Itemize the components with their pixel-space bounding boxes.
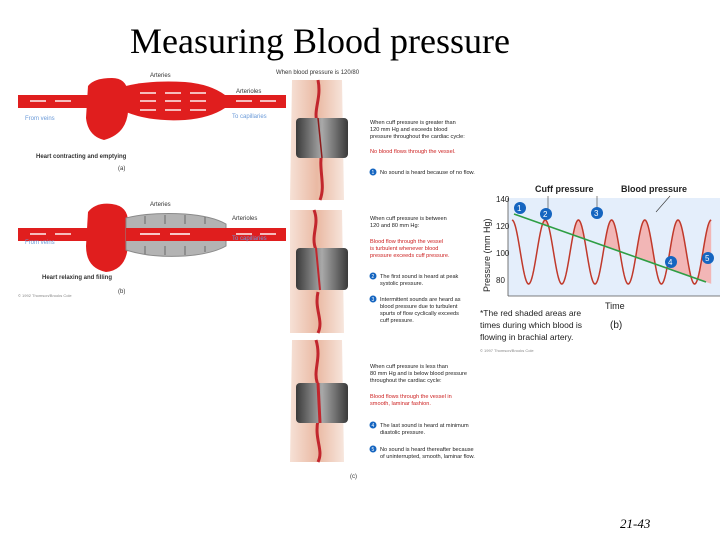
svg-text:2: 2	[372, 274, 375, 280]
desc-step-3: Intermittent sounds are heard as	[380, 297, 461, 303]
arm-cuff-illustrations: (c)	[290, 79, 357, 480]
desc-middle-red: pressure exceeds cuff pressure.	[370, 253, 450, 259]
desc-top: When cuff pressure is greater than 120 m…	[369, 120, 475, 176]
panel-c-letter: (c)	[350, 474, 357, 480]
panel-b-heart-relaxing: Arteries Arterioles From veins To capill…	[18, 202, 286, 298]
marker-3: 3	[594, 209, 599, 218]
label-cuff-pressure: Cuff pressure	[535, 184, 594, 194]
svg-text:5: 5	[372, 447, 375, 453]
desc-step-5: No sound is heard thereafter because	[380, 447, 474, 453]
marker-1: 1	[517, 204, 522, 213]
cuff-middle	[296, 248, 348, 290]
label-to-capillaries: To capillaries	[232, 236, 267, 242]
label-to-capillaries: To capillaries	[232, 114, 267, 120]
desc-middle-line: 120 and 80 mm Hg:	[370, 223, 420, 229]
label-bp-120-80: When blood pressure is 120/80	[276, 70, 360, 76]
panel-a-letter: (a)	[118, 166, 125, 172]
label-arteries: Arteries	[150, 73, 171, 79]
slide-number: 21-43	[620, 516, 651, 531]
heart-shape	[86, 78, 128, 140]
graph-copyright: © 1997 Thomson/Brooks Cole	[480, 348, 534, 353]
cuff-bottom	[296, 383, 348, 423]
desc-step-5: of uninterrupted, smooth, laminar flow.	[380, 454, 475, 460]
desc-middle-red: is turbulent whenever blood	[370, 246, 438, 252]
desc-step-3: spurts of flow cyclically exceeds	[380, 311, 459, 317]
desc-middle: When cuff pressure is between 120 and 80…	[369, 216, 461, 324]
desc-top-line: pressure throughout the cardiac cycle:	[370, 134, 465, 140]
panel-a-heart-contracting: Arteries Arterioles From veins To capill…	[18, 70, 360, 172]
heart-shape	[86, 203, 128, 272]
blood-pressure-wave	[511, 213, 712, 285]
ytick-140: 140	[496, 195, 510, 204]
ytick-80: 80	[496, 276, 505, 285]
vein-tube	[18, 95, 91, 108]
desc-bottom-line: When cuff pressure is less than	[370, 364, 448, 370]
pressure-graph: Cuff pressure Blood pressure Pressure (m…	[480, 184, 720, 353]
label-arterioles: Arterioles	[232, 216, 257, 222]
svg-text:4: 4	[372, 423, 375, 429]
panel-b-copyright: © 1992 Thomson/Brooks Cole	[18, 293, 72, 298]
marker-4: 4	[668, 258, 673, 267]
desc-step-2: systolic pressure.	[380, 281, 424, 287]
desc-bottom: When cuff pressure is less than 80 mm Hg…	[369, 364, 475, 460]
graph-note: flowing in brachial artery.	[480, 332, 573, 342]
caption-relaxing: Heart relaxing and filling	[42, 275, 112, 281]
cuff-pressure-line	[513, 213, 707, 283]
label-from-veins: From veins	[25, 116, 55, 122]
desc-step-4: The last sound is heard at minimum	[380, 423, 469, 429]
arteriole-tube	[224, 228, 286, 241]
svg-text:1: 1	[372, 170, 375, 176]
ytick-120: 120	[496, 222, 510, 231]
desc-bottom-red: smooth, laminar fashion.	[370, 401, 431, 407]
cuff-top	[296, 118, 348, 158]
desc-step-3: blood pressure due to turbulent	[380, 304, 458, 310]
desc-top-line: 120 mm Hg and exceeds blood	[370, 127, 447, 133]
desc-step-1: No sound is heard because of no flow.	[380, 170, 475, 176]
arteriole-tube	[224, 95, 286, 108]
graph-letter: (b)	[610, 320, 622, 331]
label-blood-pressure: Blood pressure	[621, 184, 687, 194]
label-arterioles: Arterioles	[236, 89, 261, 95]
label-from-veins: From veins	[25, 240, 55, 246]
graph-note: times during which blood is	[480, 320, 582, 330]
label-arteries: Arteries	[150, 202, 171, 208]
slide-title: Measuring Blood pressure	[130, 21, 510, 61]
caption-contracting: Heart contracting and emptying	[36, 154, 127, 160]
desc-step-2: The first sound is heard at peak	[380, 274, 459, 280]
ytick-100: 100	[496, 249, 510, 258]
desc-step-4: diastolic pressure.	[380, 430, 426, 436]
marker-2: 2	[543, 210, 548, 219]
desc-bottom-line: throughout the cardiac cycle:	[370, 378, 442, 384]
desc-step-3: cuff pressure.	[380, 318, 414, 324]
graph-ylabel: Pressure (mm Hg)	[482, 218, 492, 292]
graph-note: *The red shaded areas are	[480, 308, 581, 318]
svg-text:3: 3	[372, 297, 375, 303]
shaded-flow-area	[512, 213, 712, 284]
panel-b-letter: (b)	[118, 289, 125, 295]
desc-bottom-line: 80 mm Hg and is below blood pressure	[370, 371, 467, 377]
desc-bottom-red: Blood flows through the vessel in	[370, 394, 452, 400]
blood-pressure-line	[511, 219, 712, 285]
desc-top-line: When cuff pressure is greater than	[370, 120, 456, 126]
graph-markers: 1 2 3 4 5	[514, 202, 714, 268]
vein-tube	[18, 228, 91, 241]
desc-top-red: No blood flows through the vessel.	[370, 149, 456, 155]
graph-xlabel: Time	[605, 301, 625, 311]
desc-middle-line: When cuff pressure is between	[370, 216, 447, 222]
marker-5: 5	[705, 254, 710, 263]
desc-middle-red: Blood flow through the vessel	[370, 239, 443, 245]
